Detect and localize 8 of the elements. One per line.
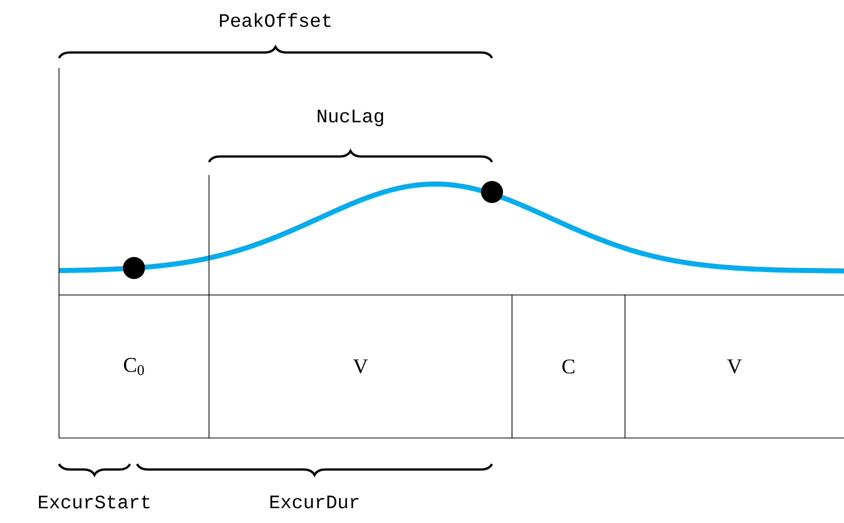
segment-box: C xyxy=(512,294,626,438)
brace-label: ExcurDur xyxy=(270,496,358,508)
brace-label: NucLag xyxy=(318,110,384,126)
brace-label: ExcurStart xyxy=(39,496,150,508)
segment-box: V xyxy=(624,294,844,438)
segment-box: C$_{0}$ xyxy=(58,294,210,438)
segment-box: V xyxy=(208,294,512,438)
brace-label: PeakOffset xyxy=(220,13,331,27)
